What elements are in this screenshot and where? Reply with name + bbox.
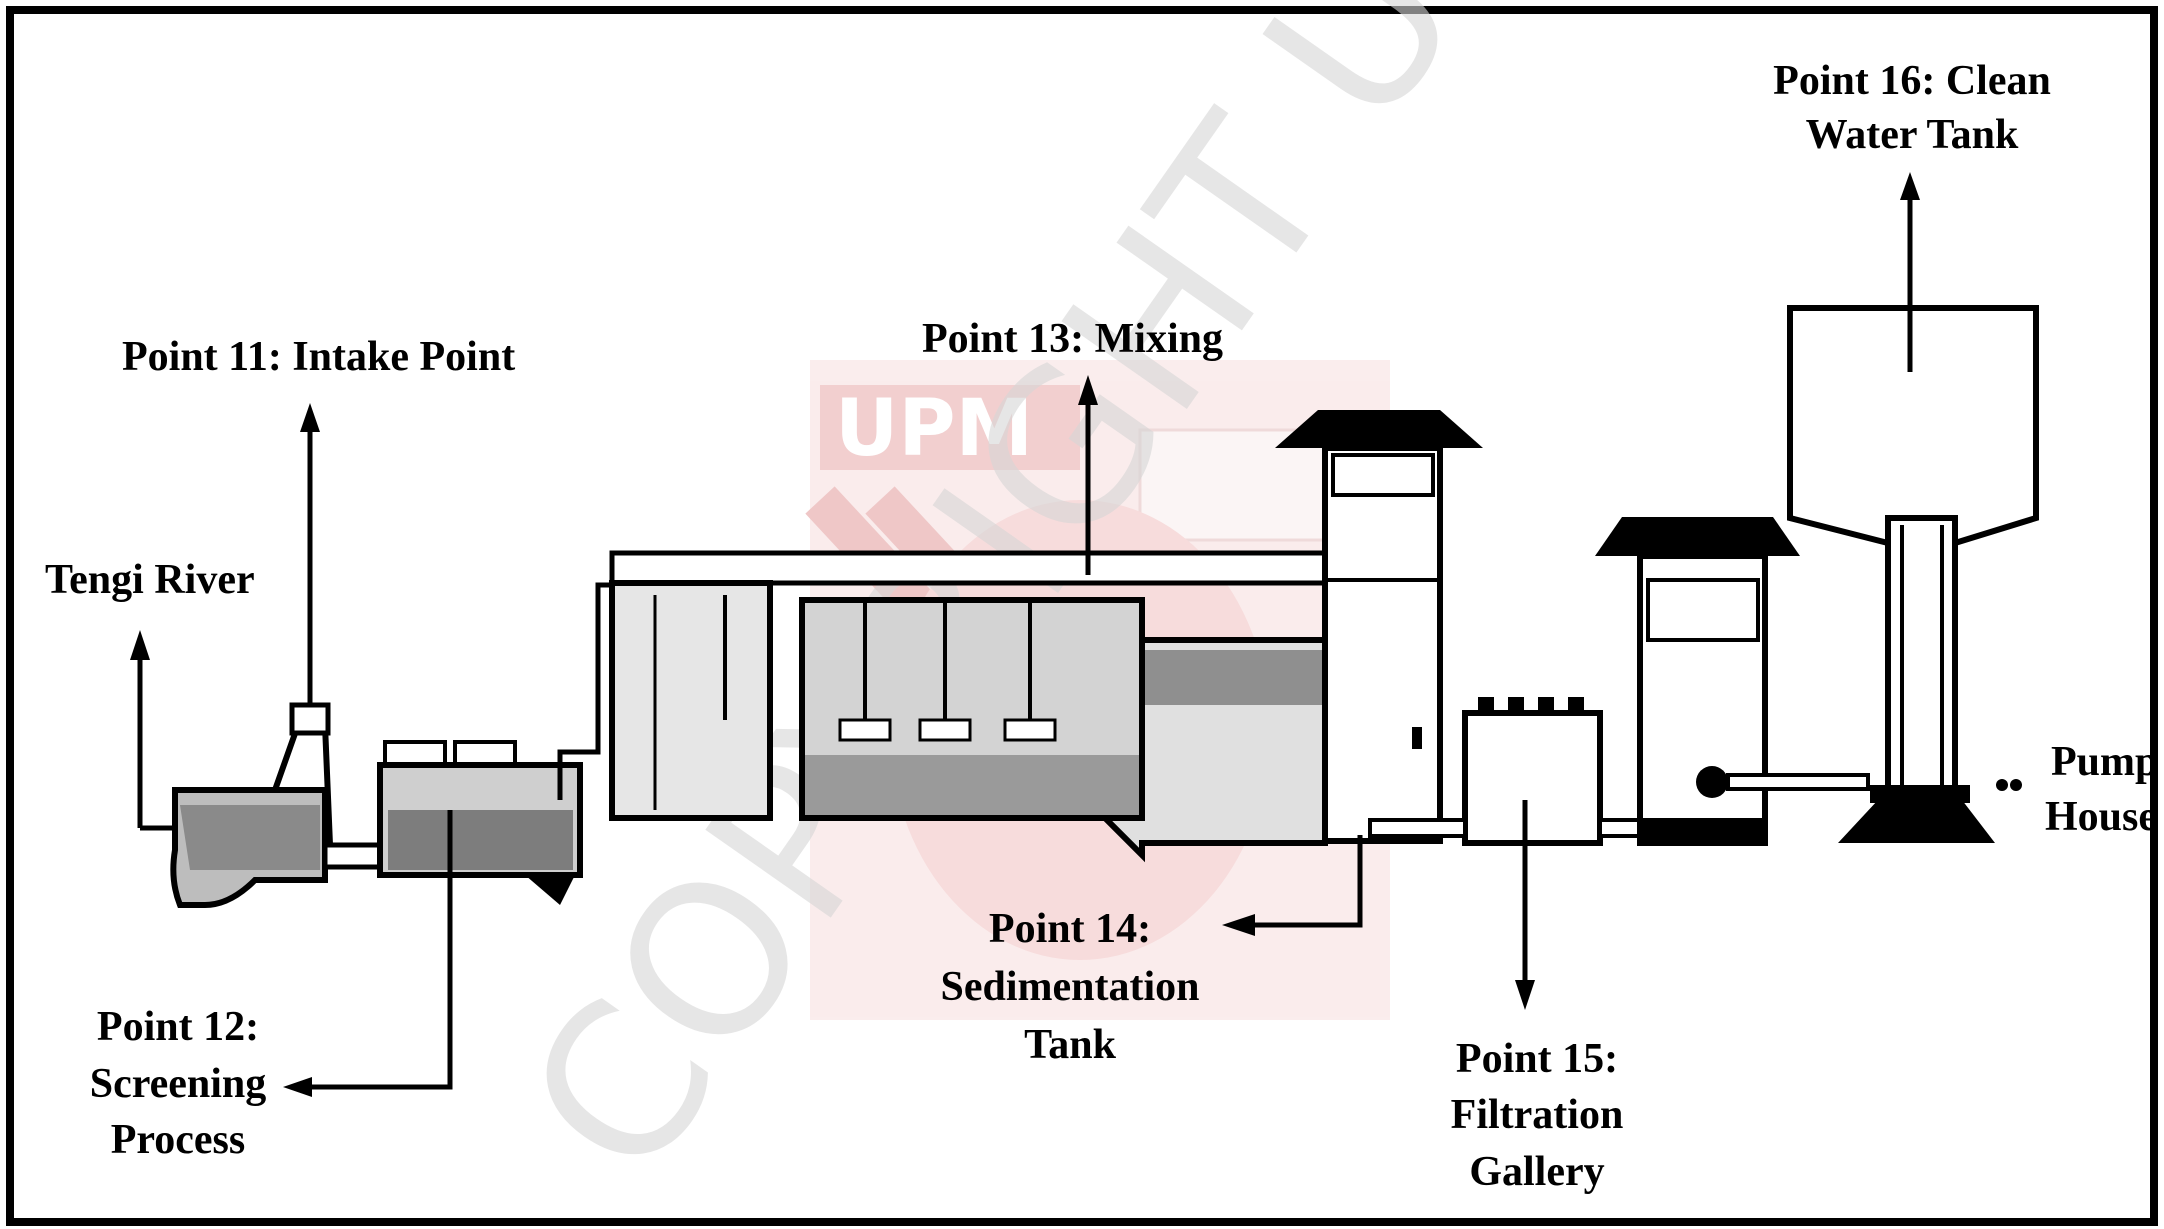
filtration-tower-roof: [1275, 410, 1483, 448]
filtration-gallery-cap-3: [1538, 697, 1554, 713]
label-point15-line1: Point 15:: [1456, 1036, 1618, 1082]
point14-arrow-head: [1222, 914, 1255, 936]
screening-outlet-pipe: [557, 582, 615, 800]
filtration-gallery-cap-2: [1508, 697, 1524, 713]
point16-arrow-head: [1900, 172, 1920, 200]
label-tengi-river: Tengi River: [45, 557, 255, 603]
screening-cover-1: [383, 740, 447, 766]
screening-hopper: [525, 875, 575, 905]
filtration-gallery-body: [1462, 710, 1603, 846]
clean-water-tank: [1787, 305, 2039, 843]
clean-water-tank-plinth: [1870, 785, 1970, 803]
flocculator-paddle-3: [1003, 718, 1057, 742]
mixing-channel-rail: [609, 550, 1330, 586]
pump-house-roof: [1595, 517, 1800, 556]
label-pump-line2: House: [2045, 794, 2157, 840]
pump-house-floor: [1643, 818, 1763, 840]
clean-water-tank-base: [1838, 800, 1995, 843]
intake-basin-water: [180, 805, 320, 870]
point15-arrow-head: [1515, 980, 1535, 1010]
filtration-tower-vent: [1331, 453, 1435, 497]
clean-water-tank-column: [1885, 515, 1958, 796]
pump-icon: [1696, 766, 1728, 798]
filtration-tower-body: [1322, 445, 1443, 844]
intake-structure: [170, 702, 383, 908]
point11-arrow-head: [300, 403, 320, 432]
label-point16-line2: Water Tank: [1806, 112, 2019, 158]
tengi-river-arrow-head: [130, 630, 150, 660]
point12-leader: [310, 810, 453, 1090]
clean-water-tank-body: [1787, 305, 2039, 546]
watermark-logo-box: [820, 385, 1080, 470]
label-point15-line3: Gallery: [1469, 1149, 1604, 1195]
filtration-gallery-cap-4: [1568, 697, 1584, 713]
mixing-chamber: [609, 580, 773, 821]
label-point12-line3: Process: [111, 1117, 246, 1163]
filtration-tower: [1275, 410, 1483, 844]
label-point13: Point 13: Mixing: [922, 316, 1223, 362]
filtration-tower-door: [1412, 727, 1422, 749]
filtration-gallery-cap-1: [1478, 697, 1494, 713]
filtration-gallery: [1368, 697, 1642, 846]
arrows: [130, 172, 2022, 1097]
label-point12-line1: Point 12:: [97, 1004, 259, 1050]
diagram-frame: [6, 6, 2158, 1226]
point12-arrow-head: [283, 1077, 312, 1097]
flocculation-sludge: [805, 755, 1140, 815]
pump-house-marker-dot-2: [2010, 779, 2022, 791]
pump-house: [1595, 517, 1870, 846]
pipe-gallery-to-pump: [1598, 818, 1642, 838]
label-point12-line2: Screening: [90, 1061, 267, 1107]
label-pump-line1: Pump: [2051, 739, 2158, 785]
sedimentation-sludge: [1145, 650, 1322, 705]
label-point15-line2: Filtration: [1451, 1092, 1624, 1138]
label-point16-line1: Point 16: Clean: [1773, 58, 2051, 104]
screening-tank-water: [388, 810, 573, 870]
intake-tower-cap: [289, 702, 331, 736]
watermark-logo-text: UPM: [835, 384, 1033, 474]
pump-outlet-pipe: [1726, 773, 1870, 791]
label-point11: Point 11: Intake Point: [122, 334, 515, 380]
label-point14-line1: Point 14:: [989, 906, 1151, 952]
pump-house-vent: [1646, 578, 1760, 642]
flocculator-paddle-1: [838, 718, 892, 742]
intake-pipe: [322, 842, 383, 870]
pump-house-marker-dot-1: [1996, 779, 2008, 791]
point13-arrow-head: [1078, 375, 1098, 405]
label-point14-line2: Sedimentation: [940, 964, 1199, 1010]
pipe-tower-to-gallery: [1368, 818, 1467, 838]
label-point14-line3: Tank: [1024, 1022, 1117, 1068]
screening-cover-2: [453, 740, 517, 766]
point14-leader: [1253, 835, 1363, 928]
flocculator-paddle-2: [918, 718, 972, 742]
screening-tank: [377, 582, 615, 905]
treatment-block: [609, 550, 1387, 863]
